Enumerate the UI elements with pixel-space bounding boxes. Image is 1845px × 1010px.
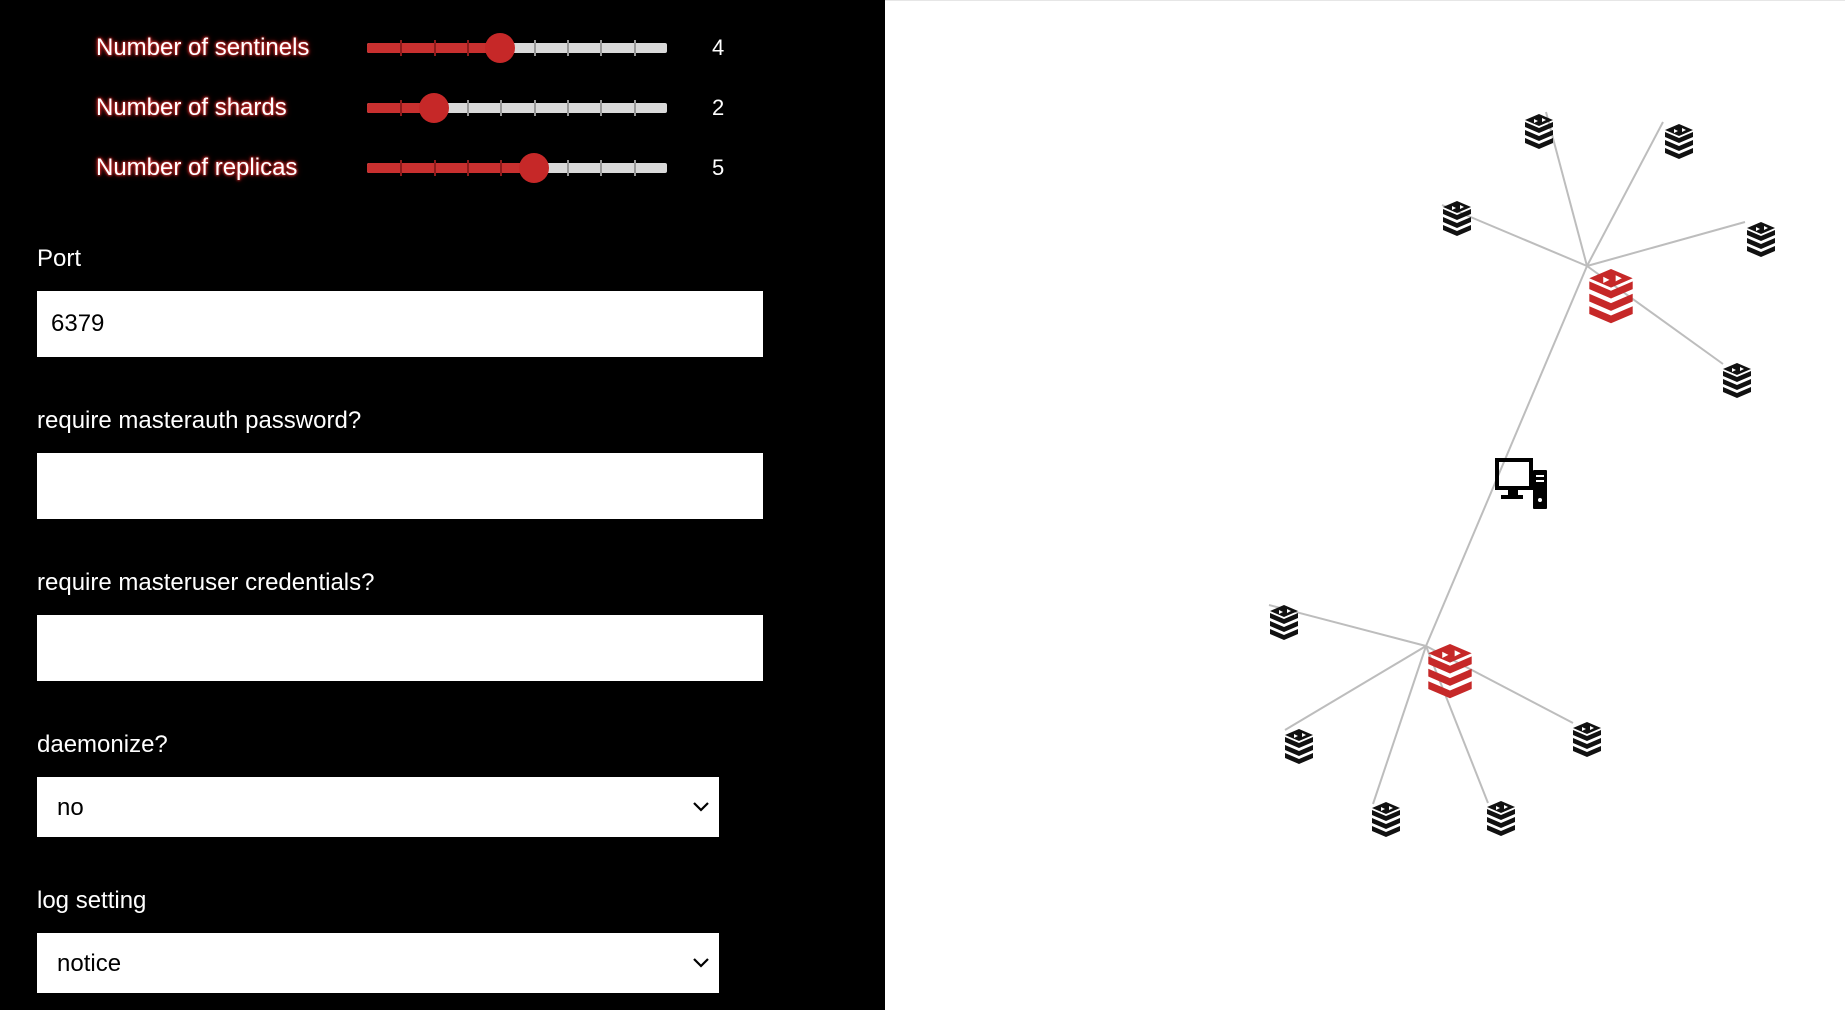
replica-node-icon[interactable] [1443,201,1471,236]
slider-tick [467,160,469,176]
sentinels-slider-row: Number of sentinels 4 [96,28,796,68]
slider-tick [600,40,603,56]
daemonize-selected-value: no [57,794,84,821]
slider-tick [567,40,569,56]
slider-track-bg [367,43,667,53]
slider-tick [600,160,603,176]
replica-node-icon[interactable] [1525,114,1553,149]
replica-node-icon[interactable] [1487,801,1515,836]
replica-edge [1372,645,1427,805]
shards-slider-row: Number of shards 2 [96,88,796,128]
slider-tick [400,40,403,56]
chevron-down-icon [693,802,709,812]
port-label: Port [37,245,82,272]
sentinels-value: 4 [712,35,725,60]
replica-edge [1586,221,1746,267]
shards-value: 2 [712,95,725,120]
slider-tick [567,160,569,176]
replica-node-icon[interactable] [1372,802,1400,837]
replica-edge [1586,121,1664,267]
replica-edge [1284,645,1427,731]
slider-tick [533,100,536,116]
slider-tick [400,100,403,116]
daemonize-select[interactable]: no [37,777,719,837]
replica-node-icon[interactable] [1747,222,1775,257]
replicas-value: 5 [712,155,725,180]
replica-node-icon[interactable] [1573,722,1601,757]
topology-top-border [885,0,1845,1]
slider-tick [400,160,403,176]
log-setting-select[interactable]: notice [37,933,719,993]
slider-tick [567,100,569,116]
slider-tick [467,100,469,116]
slider-track-fill [367,163,534,173]
replica-node-icon[interactable] [1270,605,1298,640]
sentinels-slider[interactable] [367,33,763,63]
log-setting-selected-value: notice [57,950,122,977]
masteruser-input[interactable] [37,615,763,681]
slider-tick [633,40,636,56]
config-panel: Number of sentinels 4 Number of shards 2… [0,0,885,1010]
log-setting-label: log setting [37,887,147,914]
desktop-computer-icon[interactable] [1495,458,1547,509]
replicas-slider-label: Number of replicas [96,154,298,181]
replicas-slider-thumb[interactable] [518,153,549,183]
shards-slider-thumb[interactable] [418,93,449,123]
slider-track-bg [367,103,667,113]
replicas-slider-row: Number of replicas 5 [96,148,796,188]
sentinels-slider-thumb[interactable] [485,33,516,63]
topology-view [885,0,1845,1010]
masteruser-label: require masteruser credentials? [37,569,375,596]
replica-edge [1425,645,1489,804]
shard-master-icon[interactable] [1589,269,1633,324]
slider-tick [600,100,603,116]
replica-node-icon[interactable] [1665,124,1693,159]
masterauth-label: require masterauth password? [37,407,362,434]
replica-edge [1545,111,1588,267]
slider-tick [433,160,436,176]
slider-tick [633,100,636,116]
replicas-slider[interactable] [367,153,763,183]
shards-slider[interactable] [367,93,763,123]
slider-tick [500,160,503,176]
slider-tick [500,100,503,116]
topology-graph [1268,111,1775,837]
sentinels-slider-label: Number of sentinels [96,34,310,61]
slider-tick [433,40,436,56]
replica-node-icon[interactable] [1723,363,1751,398]
slider-tick [467,40,469,56]
masterauth-input[interactable] [37,453,763,519]
slider-tick [533,40,536,56]
port-input[interactable] [37,291,763,357]
shard-master-icon[interactable] [1428,644,1472,699]
shard-link-edge [1425,265,1588,647]
chevron-down-icon [693,958,709,968]
slider-tick [633,160,636,176]
shards-slider-label: Number of shards [96,94,287,121]
daemonize-label: daemonize? [37,731,168,758]
replica-node-icon[interactable] [1285,729,1313,764]
